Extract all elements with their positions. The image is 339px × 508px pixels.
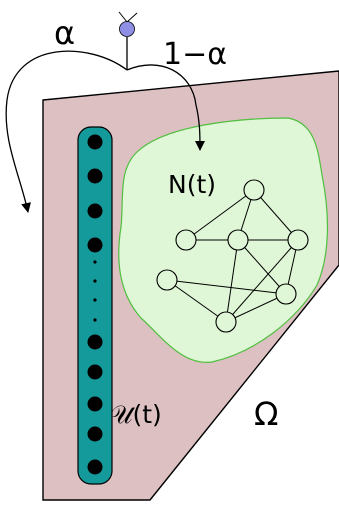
alpha-label: α <box>54 14 75 52</box>
network-node <box>287 229 309 251</box>
alpha-arrow <box>5 50 128 213</box>
pool-dot <box>87 364 103 380</box>
network-label: N(t) <box>168 170 216 199</box>
pool-ellipsis-dot <box>93 279 97 283</box>
network-node <box>175 229 197 251</box>
pool-dots <box>87 134 103 475</box>
pool-ellipsis-dot <box>93 318 97 322</box>
pool-ellipsis-dot <box>93 260 97 264</box>
network-node <box>156 269 178 291</box>
pool-dot <box>87 426 103 442</box>
pool-dot <box>87 459 103 475</box>
network-nodes <box>156 179 309 333</box>
pool-dot <box>87 396 103 412</box>
network-node <box>243 179 265 201</box>
unassigned-pool-bar <box>77 126 113 485</box>
one-minus-alpha-arrow <box>126 64 205 151</box>
network-node <box>215 311 237 333</box>
pool-dot <box>87 334 103 350</box>
unassigned-label: 𝒰(t) <box>110 400 162 429</box>
one-minus-alpha-label: 1−α <box>163 37 227 72</box>
pool-dot <box>87 168 103 184</box>
domain-label: Ω <box>254 395 278 433</box>
network-node <box>275 283 297 305</box>
incoming-agent-node <box>118 11 138 37</box>
pool-ellipsis-dot <box>93 298 97 302</box>
pool-dot <box>87 237 103 253</box>
network-node <box>227 229 249 251</box>
pool-dot <box>87 134 103 150</box>
pool-dot <box>87 203 103 219</box>
